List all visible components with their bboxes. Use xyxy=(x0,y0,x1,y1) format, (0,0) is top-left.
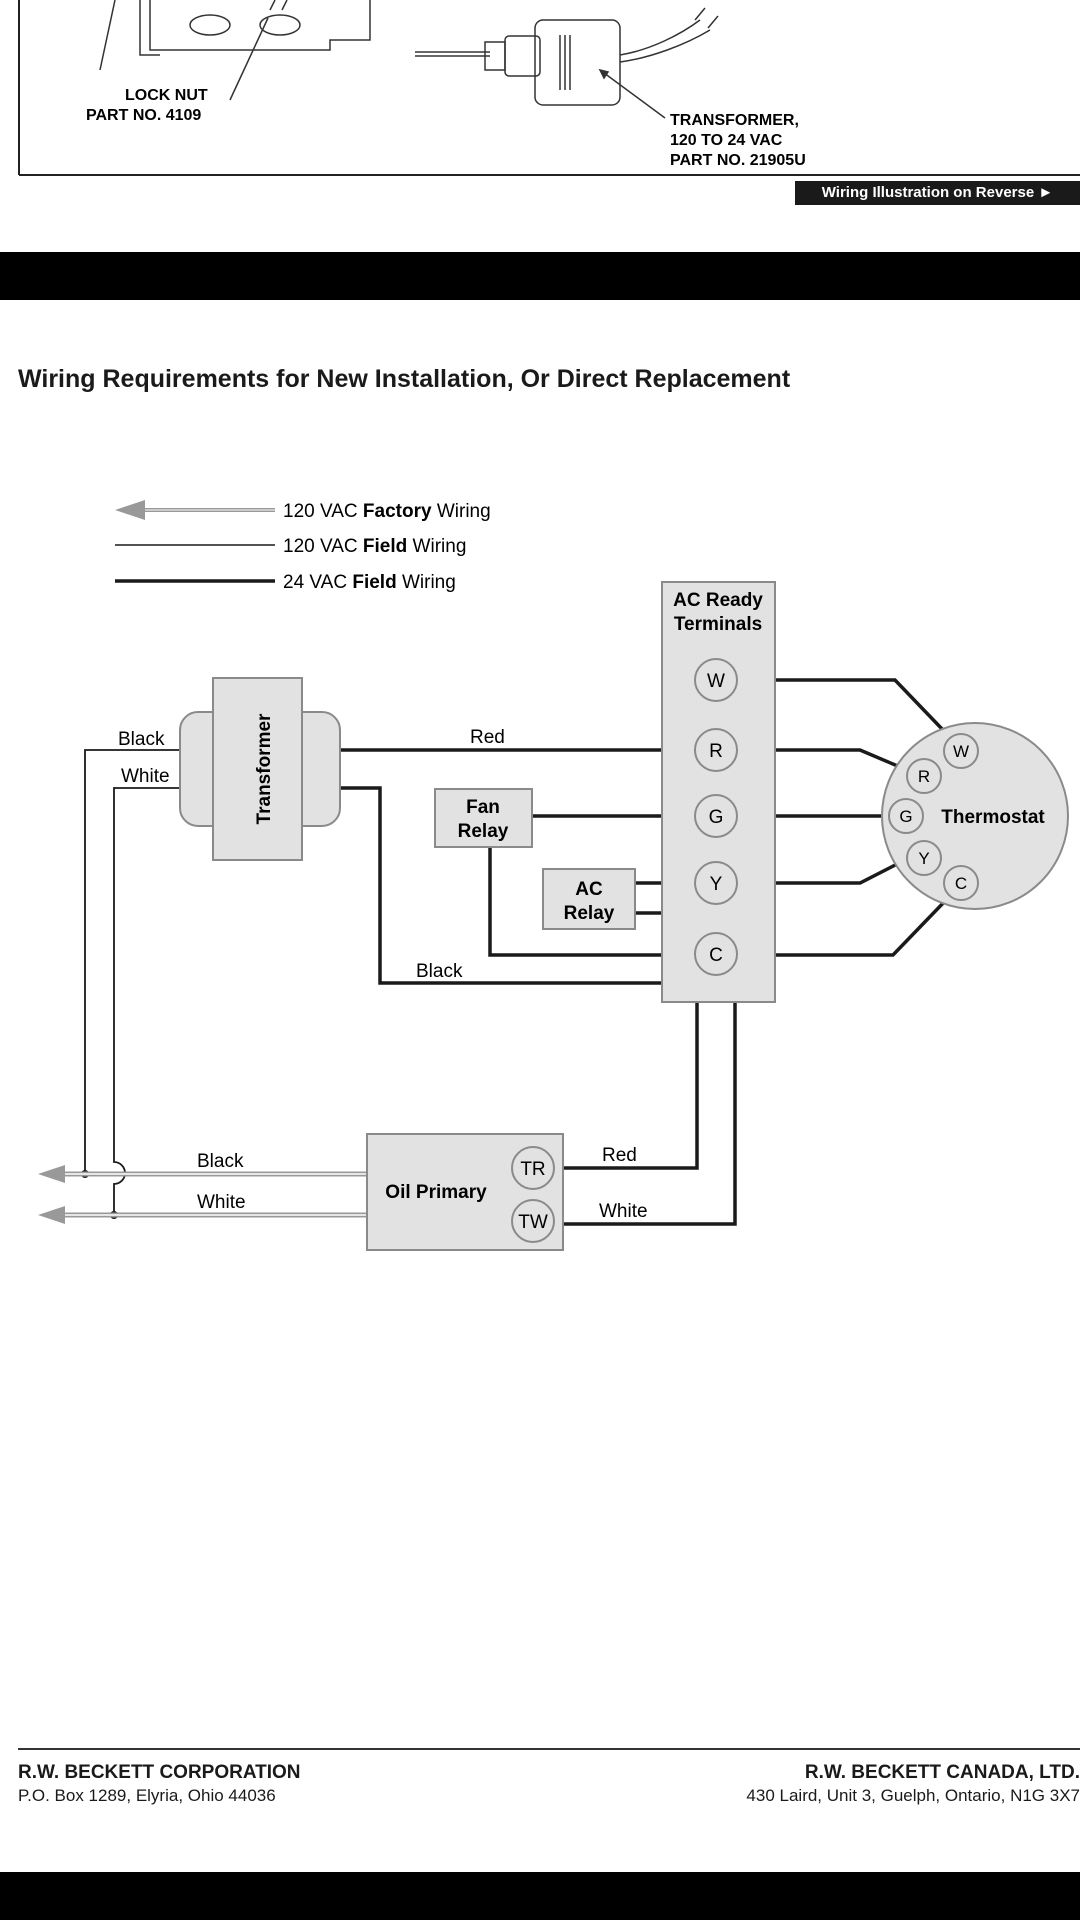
wire-r-to-thermostat xyxy=(740,748,908,772)
wire-label-primary-black: Black xyxy=(197,1151,244,1172)
terminal-g: G xyxy=(694,794,738,838)
legend-factory-wiring: 120 VAC Factory Wiring xyxy=(283,501,491,522)
wire-white-tw xyxy=(557,1002,737,1226)
transformer-part-label-1: TRANSFORMER, xyxy=(670,112,799,129)
svg-text:R: R xyxy=(709,741,723,762)
parts-illustration: LOCK NUT PART NO. 4109 TRANSFORMER, 120 … xyxy=(18,0,1080,176)
section-title: Wiring Requirements for New Installation… xyxy=(18,365,791,393)
svg-text:W: W xyxy=(707,671,725,692)
ac-relay: AC Relay xyxy=(542,868,636,930)
ac-relay-label-1: AC xyxy=(575,879,603,900)
oil-primary-terminal-tr: TR xyxy=(511,1146,555,1190)
thermostat-terminal-g: G xyxy=(888,798,924,834)
wire-y-to-thermostat xyxy=(740,858,906,885)
legend-factory-wiring-swatch xyxy=(115,500,275,520)
ac-ready-label-1: AC Ready xyxy=(673,590,763,611)
reverse-illustration-link[interactable]: Wiring Illustration on Reverse ► xyxy=(795,181,1080,205)
transformer-part-label-2: 120 TO 24 VAC xyxy=(670,132,783,149)
thermostat-terminal-y: Y xyxy=(906,840,942,876)
svg-text:W: W xyxy=(953,742,969,761)
terminal-w: W xyxy=(694,658,738,702)
fan-relay-label-1: Fan xyxy=(466,797,500,818)
thermostat-label: Thermostat xyxy=(941,807,1045,828)
wire-label-tw-white: White xyxy=(599,1201,648,1222)
fan-relay-label-2: Relay xyxy=(458,821,509,842)
wire-label-tr-red: Red xyxy=(602,1145,637,1166)
section-divider-band xyxy=(0,252,1080,300)
svg-text:G: G xyxy=(709,807,724,828)
footer-canada-company: R.W. BECKETT CANADA, LTD. xyxy=(804,1762,1080,1783)
legend-24v-field-wiring: 24 VAC Field Wiring xyxy=(283,572,456,593)
transformer-drawing xyxy=(415,7,719,119)
lock-nut-label: LOCK NUT xyxy=(125,87,208,104)
transformer-part-number: PART NO. 21905U xyxy=(670,152,806,169)
svg-text:Y: Y xyxy=(918,849,929,868)
legend-120v-field-wiring: 120 VAC Field Wiring xyxy=(283,536,466,557)
wire-label-c-black: Black xyxy=(416,961,463,982)
wires-120vac-field xyxy=(84,749,180,1215)
footer-band xyxy=(0,1872,1080,1920)
thermostat-terminal-r: R xyxy=(906,758,942,794)
wire-label-xf-white: White xyxy=(121,766,170,787)
wiring-diagram: 120 VAC Factory Wiring 120 VAC Field Wir… xyxy=(38,500,1069,1251)
wire-label-primary-white: White xyxy=(197,1192,246,1213)
wire-label-xf-black: Black xyxy=(118,729,165,750)
footer-divider xyxy=(18,1748,1080,1750)
svg-text:C: C xyxy=(709,945,723,966)
ac-relay-label-2: Relay xyxy=(564,903,615,924)
legend: 120 VAC Factory Wiring 120 VAC Field Wir… xyxy=(115,500,491,593)
ac-ready-terminals: AC Ready Terminals W R G Y C xyxy=(661,581,776,1003)
lock-nut-part-number: PART NO. 4109 xyxy=(86,107,201,124)
wire-c-to-thermostat xyxy=(740,896,950,957)
wire-red-tr xyxy=(557,1002,699,1170)
footer-us-company: R.W. BECKETT CORPORATION xyxy=(18,1762,301,1783)
wire-label-red: Red xyxy=(470,727,505,748)
footer-canada-address-line: 430 Laird, Unit 3, Guelph, Ontario, N1G … xyxy=(746,1786,1080,1805)
thermostat-terminal-c: C xyxy=(943,865,979,901)
thermostat: Thermostat W R G Y C xyxy=(881,722,1069,910)
wire-fan-relay-to-c xyxy=(488,848,700,957)
terminal-c: C xyxy=(694,932,738,976)
terminal-r: R xyxy=(694,728,738,772)
oil-primary-label: Oil Primary xyxy=(385,1182,487,1203)
svg-text:G: G xyxy=(899,807,912,826)
oil-primary: Oil Primary TR TW xyxy=(366,1133,564,1251)
thermostat-terminal-w: W xyxy=(943,733,979,769)
wires-120vac-factory xyxy=(38,1165,367,1224)
wire-white-transformer-primary xyxy=(113,787,180,1215)
svg-text:TR: TR xyxy=(520,1159,545,1180)
footer-us-address-line: P.O. Box 1289, Elyria, Ohio 44036 xyxy=(18,1786,276,1805)
transformer-label: Transformer xyxy=(254,713,275,824)
terminal-y: Y xyxy=(694,861,738,905)
ac-ready-label-2: Terminals xyxy=(674,614,762,635)
footer-us-address: R.W. BECKETT CORPORATION P.O. Box 1289, … xyxy=(18,1762,301,1806)
svg-text:TW: TW xyxy=(518,1212,548,1233)
oil-primary-terminal-tw: TW xyxy=(511,1199,555,1243)
footer-canada-address: R.W. BECKETT CANADA, LTD. 430 Laird, Uni… xyxy=(580,1762,1080,1806)
svg-text:R: R xyxy=(918,767,930,786)
svg-text:C: C xyxy=(955,874,967,893)
bracket-drawing xyxy=(99,0,371,101)
transformer: Transformer xyxy=(179,677,341,861)
svg-text:Y: Y xyxy=(710,874,723,895)
fan-relay: Fan Relay xyxy=(434,788,533,848)
wire-black-transformer-primary xyxy=(84,749,180,1174)
wire-w-to-thermostat xyxy=(740,678,945,732)
wires-24vac xyxy=(337,678,950,1226)
